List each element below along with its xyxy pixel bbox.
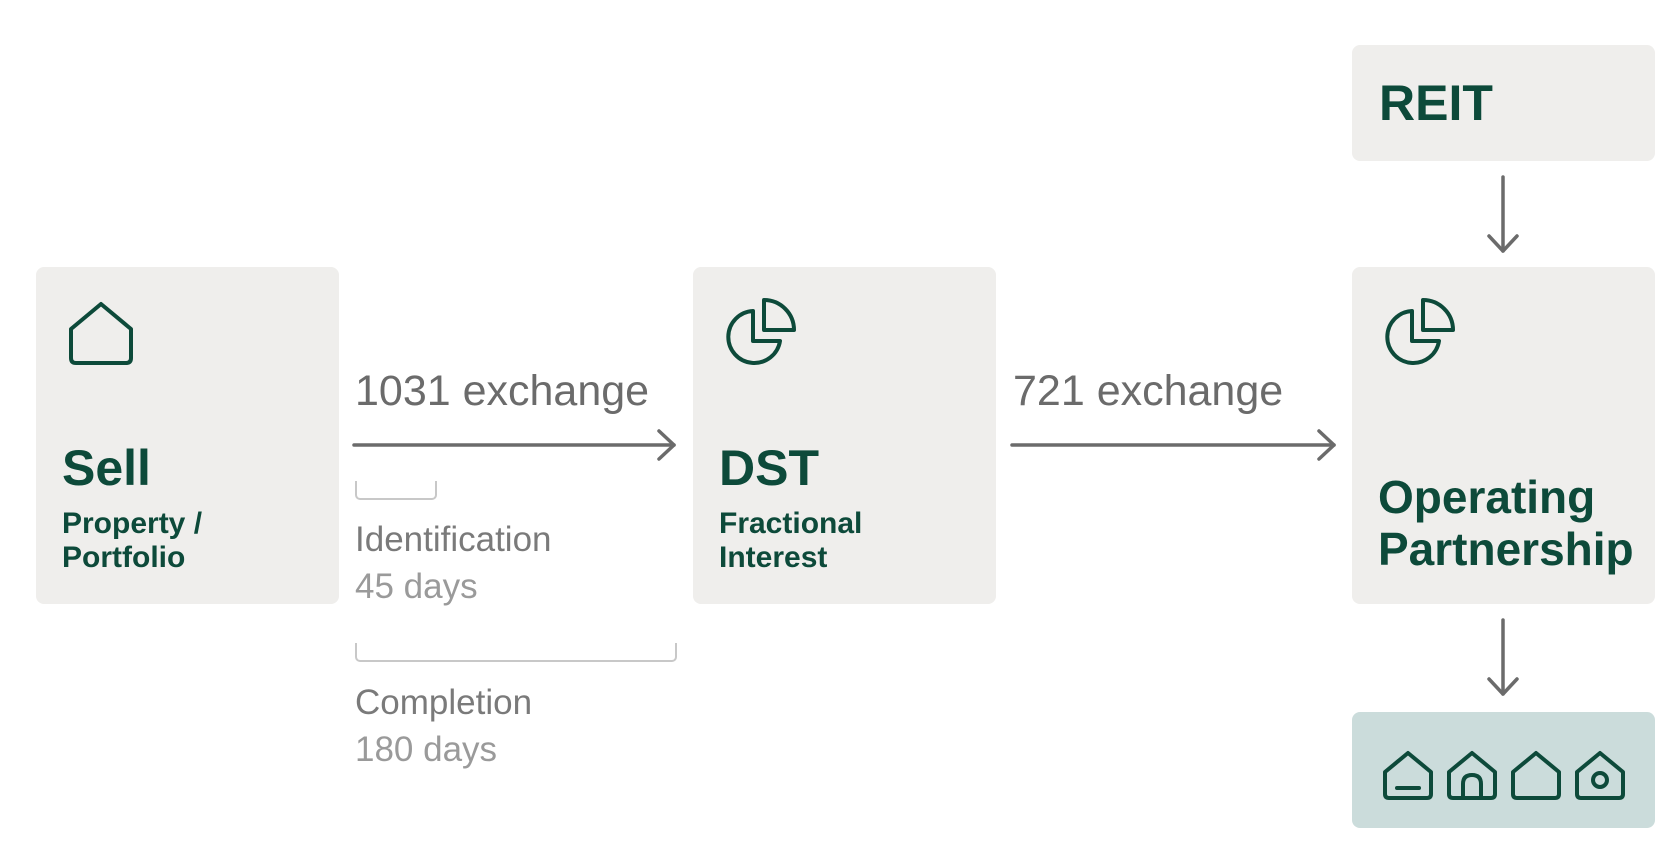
reit-card: REIT xyxy=(1352,45,1655,161)
dst-subtitle: Fractional Interest xyxy=(719,507,862,575)
operating-partnership-card: Operating Partnership xyxy=(1352,267,1655,604)
dst-subtitle-line2: Interest xyxy=(719,541,828,574)
dst-subtitle-line1: Fractional xyxy=(719,507,863,540)
identification-bracket xyxy=(355,481,437,500)
identification-days: 45 days xyxy=(355,567,478,606)
house-icon xyxy=(66,297,136,367)
properties-card xyxy=(1352,712,1655,828)
identification-title: Identification xyxy=(355,520,552,559)
pie-chart-icon xyxy=(723,297,797,371)
sell-subtitle: Property / Portfolio xyxy=(62,507,202,575)
identification-label: Identification 45 days xyxy=(355,516,552,610)
sell-subtitle-line1: Property / xyxy=(62,507,203,540)
operating-partnership-line2: Partnership xyxy=(1378,523,1634,575)
arrow-721-right xyxy=(1010,428,1337,462)
operating-partnership-title: Operating Partnership xyxy=(1378,471,1634,575)
sell-card: Sell Property / Portfolio xyxy=(36,267,339,604)
house-target-icon xyxy=(1573,748,1627,807)
property-icons xyxy=(1352,748,1655,807)
house-icon xyxy=(1509,748,1563,807)
dst-title: DST xyxy=(719,440,819,496)
operating-partnership-line1: Operating xyxy=(1378,471,1596,523)
arrow-1031-right xyxy=(352,428,679,462)
pie-chart-icon xyxy=(1382,297,1456,371)
completion-bracket xyxy=(355,643,677,662)
sell-title: Sell xyxy=(62,440,151,496)
house-garage-icon xyxy=(1381,748,1435,807)
dst-card: DST Fractional Interest xyxy=(693,267,996,604)
arrow-properties-down xyxy=(1486,618,1520,698)
exchange-721-label: 721 exchange xyxy=(1013,367,1284,415)
completion-days: 180 days xyxy=(355,730,498,769)
completion-title: Completion xyxy=(355,683,533,722)
exchange-1031-label: 1031 exchange xyxy=(355,367,650,415)
house-door-icon xyxy=(1445,748,1499,807)
arrow-reit-down xyxy=(1486,175,1520,255)
reit-title: REIT xyxy=(1379,75,1493,131)
completion-label: Completion 180 days xyxy=(355,679,532,773)
sell-subtitle-line2: Portfolio xyxy=(62,541,186,574)
